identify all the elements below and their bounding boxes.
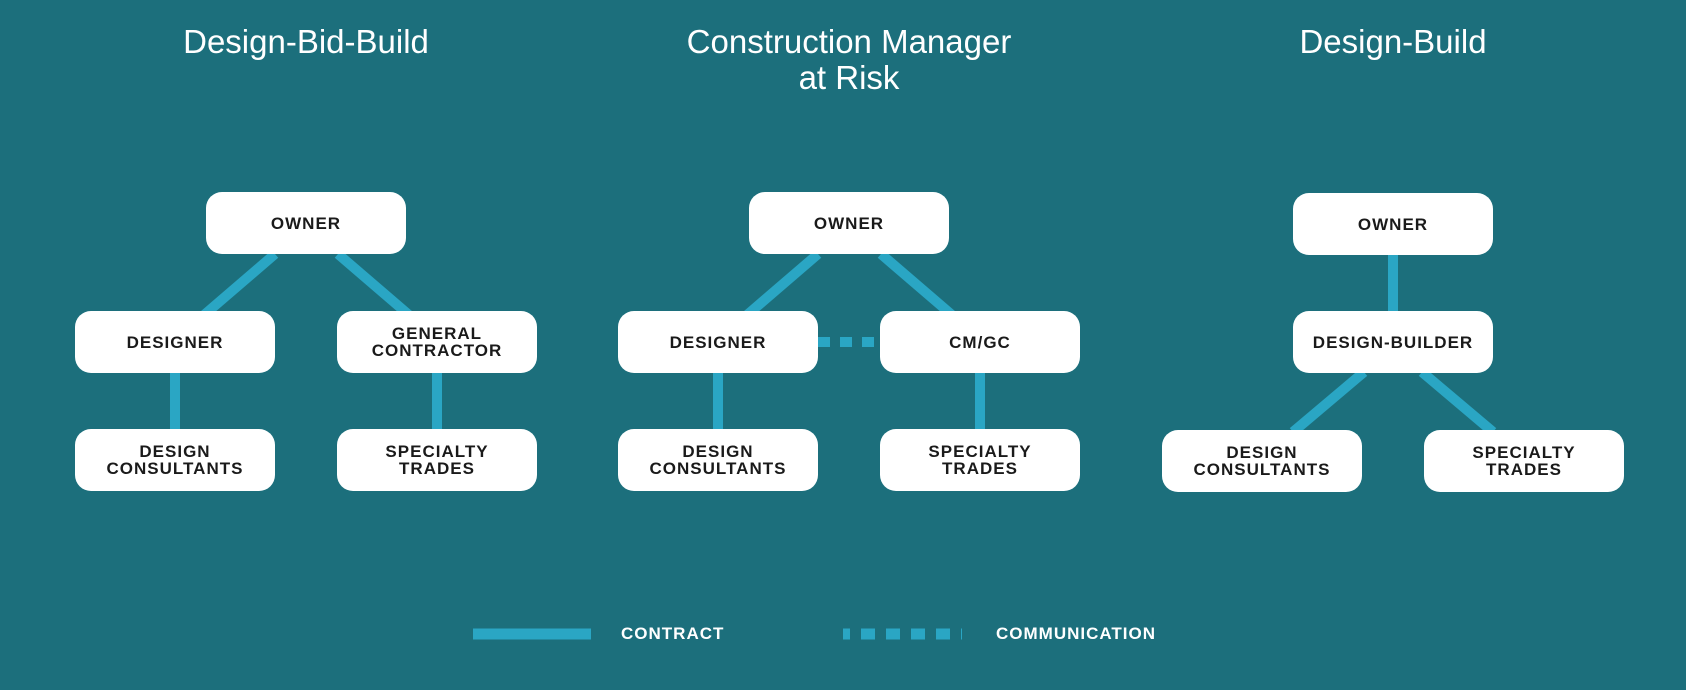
edge-cmar-owner-cmgc [877,250,956,319]
dbb-design-consultants-box: DESIGN CONSULTANTS [75,429,275,491]
dbb-owner-box: OWNER [206,192,406,254]
cmar-specialty-trades-box: SPECIALTY TRADES [880,429,1080,491]
cmar-designer-box: DESIGNER [618,311,818,373]
diagram-title-design-build: Design-Build [1299,23,1487,60]
edge-cmar-owner-designer [743,250,822,319]
dbb-designer-box: DESIGNER [75,311,275,373]
diagram-title-design-bid-build: Design-Bid-Build [183,23,429,60]
legend-contract-label: CONTRACT [621,624,725,643]
dbb-general-contractor-box: GENERAL CONTRACTOR [337,311,537,373]
dbb-specialty-trades-box: SPECIALTY TRADES [337,429,537,491]
cmar-cmgc-box: CM/GC [880,311,1080,373]
db-owner-box: OWNER [1293,193,1493,255]
db-design-consultants-box: DESIGN CONSULTANTS [1162,430,1362,492]
edge-dbb-owner-designer [200,250,279,319]
cmar-design-consultants-box: DESIGN CONSULTANTS [618,429,818,491]
cmar-owner-box: OWNER [749,192,949,254]
edge-db-design-builder-design-consultants [1289,368,1368,436]
legend-communication-label: COMMUNICATION [996,624,1156,643]
db-design-builder-box: DESIGN-BUILDER [1293,311,1493,373]
diagram-title-cm-at-risk: Construction Manager at Risk [686,23,1012,96]
edge-dbb-owner-general-contractor [334,250,413,319]
edge-db-design-builder-specialty-trades [1418,368,1497,436]
db-specialty-trades-box: SPECIALTY TRADES [1424,430,1624,492]
